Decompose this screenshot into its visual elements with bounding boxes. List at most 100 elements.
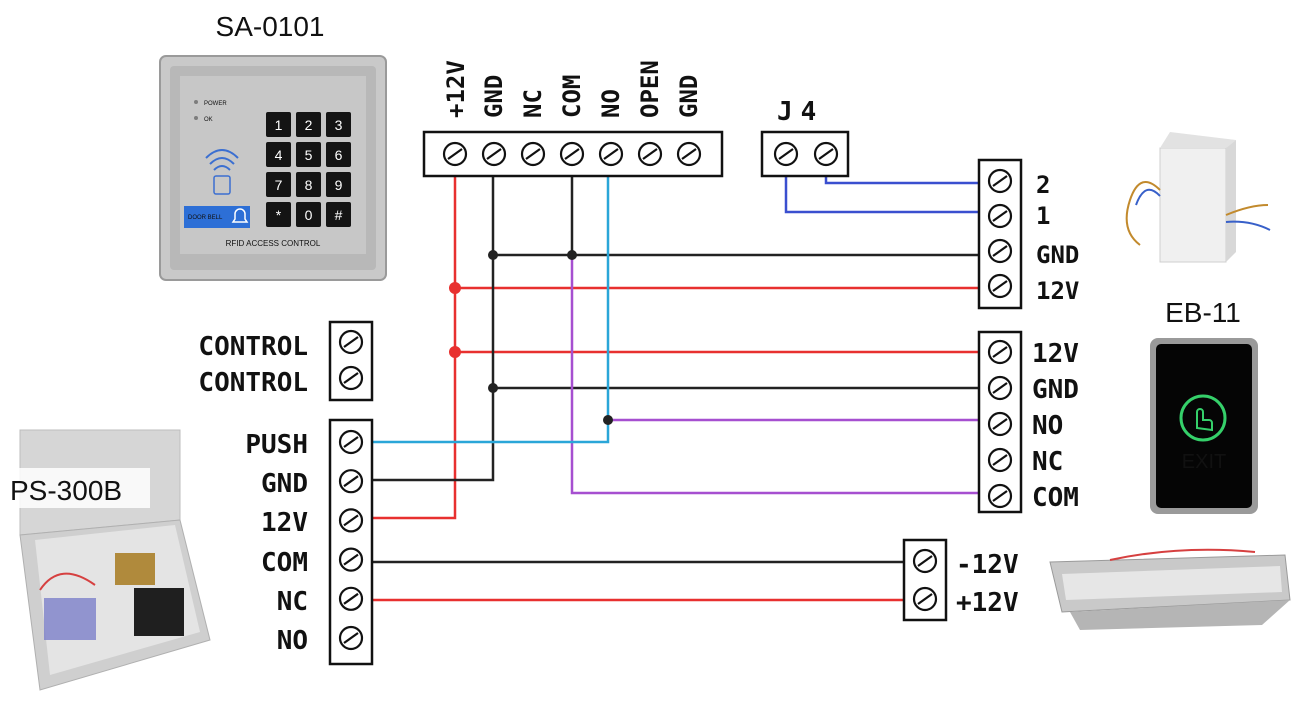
junction-red-sensor xyxy=(449,282,461,294)
terminal-label: NO xyxy=(277,626,308,656)
screw-slot xyxy=(343,475,359,488)
screw-slot xyxy=(343,632,359,644)
wires xyxy=(362,172,980,602)
keypad-indicator-power: POWER xyxy=(204,101,227,107)
screw-slot xyxy=(486,148,502,160)
terminal-block-j4: J4 xyxy=(760,97,850,178)
screw-slot xyxy=(525,148,541,160)
keypad-key-label: 8 xyxy=(305,177,313,193)
wire-blue-j4-1 xyxy=(784,172,980,214)
power-supply-device: PS-300B xyxy=(4,429,211,691)
screw-slot xyxy=(343,336,359,348)
keypad-key-label: 6 xyxy=(335,147,343,163)
screw-slot xyxy=(447,148,463,160)
keypad-key-label: 1 xyxy=(275,117,283,133)
screw-slot xyxy=(778,148,794,160)
terminal-label: GND xyxy=(675,75,703,118)
keypad-key xyxy=(326,202,351,227)
wire-junctions xyxy=(449,250,613,425)
terminal-label: 1 xyxy=(1036,202,1050,230)
screw-slot xyxy=(992,454,1008,466)
terminal-labels-top: +12V GND NC COM NO OPEN GND xyxy=(442,60,703,118)
terminal-label: CONTROL xyxy=(198,368,308,398)
terminal-block-lock: -12V +12V xyxy=(902,538,1019,622)
keypad-key xyxy=(296,142,321,167)
terminal-label: GND xyxy=(1036,241,1079,269)
exit-button-device: EB-11 EXIT xyxy=(1150,297,1258,514)
terminal-block-psu: PUSH GND 12V COM NC NO xyxy=(245,418,374,666)
screw-slot xyxy=(343,514,359,527)
screw-slot xyxy=(343,436,359,448)
terminal-block-sensor: 2 1 GND 12V xyxy=(977,158,1079,310)
terminal-label: NC xyxy=(277,587,308,617)
screw-slot xyxy=(343,372,359,384)
keypad-key xyxy=(296,172,321,197)
screw-slot xyxy=(681,148,697,160)
keypad-key-label: 0 xyxy=(305,207,313,223)
keypad-key xyxy=(326,172,351,197)
keypad-title: SA-0101 xyxy=(216,11,325,42)
terminal-label: NO xyxy=(1032,411,1063,441)
keypad-key-label: * xyxy=(276,207,282,223)
terminal-label: +12V xyxy=(956,588,1019,618)
terminal-label: 12V xyxy=(1032,339,1079,369)
terminal-label: GND xyxy=(480,75,508,118)
junction-red-exit xyxy=(449,346,461,358)
screw-slot xyxy=(992,382,1008,394)
terminal-label: +12V xyxy=(442,60,470,118)
junction-com xyxy=(567,250,577,260)
terminal-label: -12V xyxy=(956,550,1019,580)
terminal-label: 12V xyxy=(1036,277,1079,305)
keypad-key xyxy=(266,202,291,227)
terminal-label: GND xyxy=(261,469,308,499)
keypad-key xyxy=(296,112,321,137)
terminal-label: GND xyxy=(1032,375,1079,405)
keypad-indicator-ok: OK xyxy=(204,117,213,123)
wire-black-gnd-trunk xyxy=(362,172,495,482)
screw-slot xyxy=(992,418,1008,430)
terminal-label: COM xyxy=(558,75,586,118)
terminal-label: COM xyxy=(261,548,308,578)
keypad-doorbell-label: DOOR BELL xyxy=(188,215,223,221)
keypad-key xyxy=(266,172,291,197)
terminal-label: 12V xyxy=(261,508,308,538)
screw-slot xyxy=(992,346,1008,358)
keypad-key-label: # xyxy=(335,207,343,223)
keypad-key xyxy=(326,142,351,167)
door-sensor-device xyxy=(1125,132,1271,263)
terminal-block-control: CONTROL CONTROL xyxy=(198,320,374,402)
terminal-label: NC xyxy=(1032,447,1063,477)
keypad-key-label: 4 xyxy=(275,147,283,163)
terminal-label: COM xyxy=(1032,483,1079,513)
screw-slot xyxy=(603,148,619,160)
rfid-waves-icon xyxy=(205,149,239,171)
screw-slot xyxy=(992,280,1008,292)
screw-slot xyxy=(992,490,1008,502)
keypad-key-label: 5 xyxy=(305,147,313,163)
screw-slot xyxy=(992,175,1008,187)
keypad-key-label: 3 xyxy=(335,117,343,133)
hand-touch-icon xyxy=(1179,394,1227,442)
j4-label: J4 xyxy=(777,97,824,127)
junction-black-sensor xyxy=(488,250,498,260)
exit-label: EXIT xyxy=(1182,451,1226,473)
terminal-label: OPEN xyxy=(636,60,664,118)
terminal-block-top: +12V GND NC COM NO OPEN GND xyxy=(422,60,724,178)
screw-slot xyxy=(992,210,1008,222)
wire-cyan-no-push xyxy=(362,172,610,444)
screw-slot xyxy=(917,593,933,605)
screw-slot xyxy=(917,555,933,567)
keypad-key xyxy=(266,112,291,137)
keypad-key-label: 7 xyxy=(275,177,283,193)
terminal-label: NO xyxy=(597,89,625,118)
magnetic-lock-device xyxy=(1049,548,1291,630)
terminal-label: PUSH xyxy=(245,430,308,460)
junction-no xyxy=(603,415,613,425)
wire-purple-com xyxy=(570,255,980,495)
keypad-footer: RFID ACCESS CONTROL xyxy=(226,239,321,248)
screw-slot xyxy=(818,148,834,160)
keypad-key xyxy=(296,202,321,227)
